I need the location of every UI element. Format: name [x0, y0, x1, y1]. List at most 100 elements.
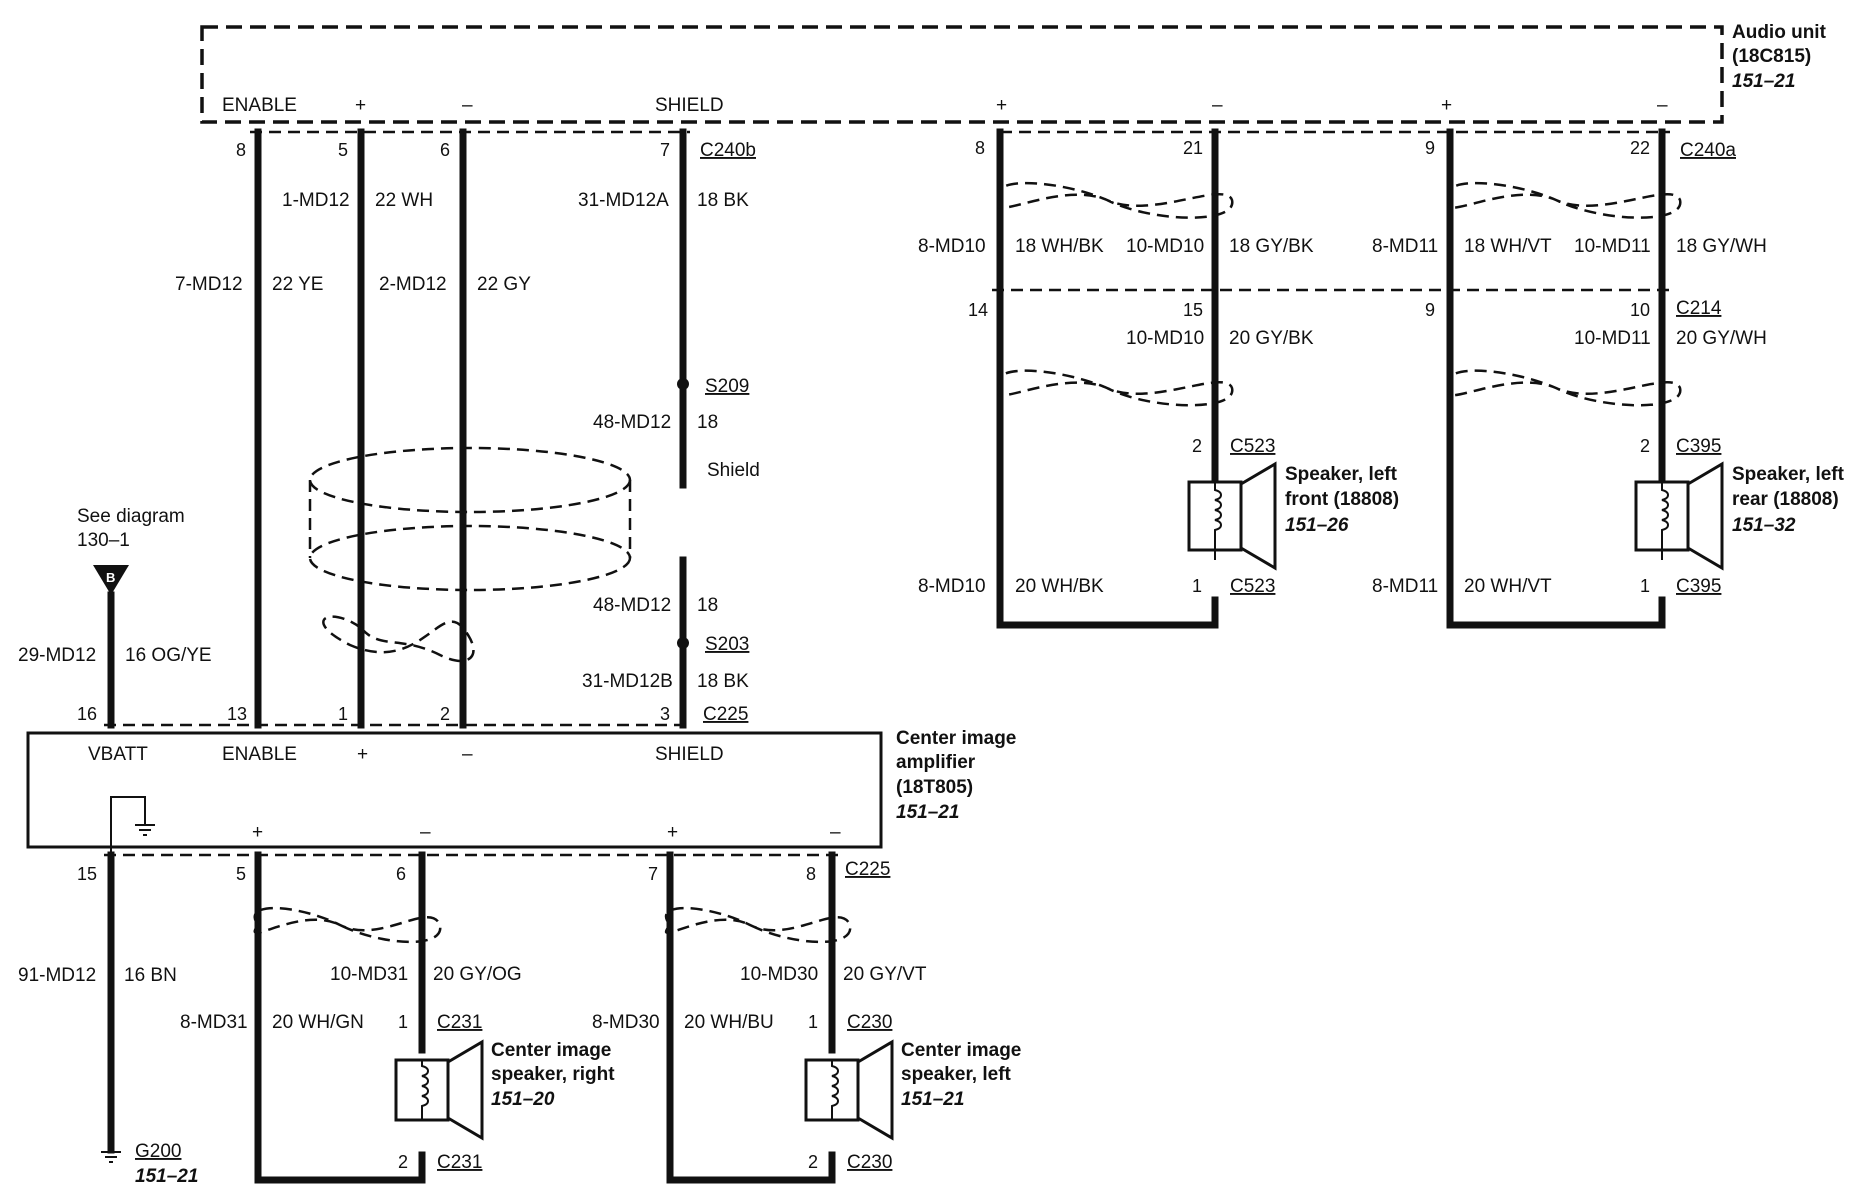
splice-s203: S203 — [705, 634, 749, 655]
rear-spk-name-2: rear (18808) — [1732, 489, 1839, 510]
amp-vbatt-label: VBATT — [88, 744, 148, 765]
rear-spk-ref: 151–32 — [1732, 515, 1796, 536]
right-spk-coil — [421, 1060, 429, 1120]
rear-circuit-8-md11-b: 8-MD11 — [1372, 576, 1438, 597]
rear-spk-pin-2: 2 — [1640, 436, 1650, 456]
amp-internal-ground-wire — [110, 796, 146, 855]
amp-out-minus-left: – — [830, 822, 841, 843]
color-22-wh: 22 WH — [375, 190, 433, 211]
rear-spk-pin-1: 1 — [1640, 576, 1650, 596]
right-spk-pin-1: 1 — [398, 1012, 408, 1032]
front-circuit-10-md10: 10-MD10 — [1126, 236, 1204, 257]
color-22-gy: 22 GY — [477, 274, 531, 295]
left-spk-coil — [831, 1060, 839, 1120]
audio-rear-minus: – — [1657, 95, 1668, 116]
rear-pin-9: 9 — [1425, 138, 1435, 158]
front-speaker-circuit: 8 21 8-MD10 18 WH/BK 10-MD10 18 GY/BK 14… — [918, 128, 1670, 629]
rear-color-20-wh-vt: 20 WH/VT — [1464, 576, 1552, 597]
pin-8: 8 — [236, 140, 246, 160]
rear-circuit-8-md11: 8-MD11 — [1372, 236, 1438, 257]
audio-unit: Audio unit (18C815) 151–21 ENABLE + – SH… — [200, 22, 1827, 161]
c240b-label: C240b — [700, 140, 756, 161]
right-spk-pin-2: 2 — [398, 1152, 408, 1172]
color-16-bn: 16 BN — [124, 965, 177, 986]
shield-label: Shield — [707, 460, 760, 481]
audio-unit-box — [200, 25, 1724, 124]
circuit-91-md12: 91-MD12 — [18, 965, 96, 986]
amp-out-plus-right: + — [252, 822, 263, 843]
front-pin-15: 15 — [1183, 300, 1203, 320]
amp-minus-label: – — [462, 744, 473, 765]
front-spk-ref: 151–26 — [1285, 515, 1349, 536]
center-image-amplifier: VBATT ENABLE + – SHIELD + – + – Center i… — [26, 728, 1016, 855]
twisted-pair-symbol — [322, 615, 475, 663]
rear-c395-bottom: C395 — [1676, 576, 1721, 597]
front-color-20-wh-bk: 20 WH/BK — [1015, 576, 1104, 597]
color-22-ye: 22 YE — [272, 274, 323, 295]
left-spk-name-1: Center image — [901, 1040, 1021, 1061]
pin-6: 6 — [440, 140, 450, 160]
see-diagram-ref: 130–1 — [77, 530, 130, 551]
front-pin-8: 8 — [975, 138, 985, 158]
amp-title-3: (18T805) — [896, 777, 973, 798]
audio-unit-part: (18C815) — [1732, 46, 1811, 67]
splice-s203-dot — [677, 637, 689, 649]
circuit-48-md12-b: 48-MD12 — [593, 595, 671, 616]
splice-s209-dot — [677, 378, 689, 390]
wire-8-md30 — [666, 851, 836, 1184]
pin-7-bottom: 7 — [648, 864, 658, 884]
right-spk-cone — [447, 1039, 484, 1141]
pin-7: 7 — [660, 140, 670, 160]
rear-color-20-gy-wh: 20 GY/WH — [1676, 328, 1767, 349]
rear-color-18-gy-wh: 18 GY/WH — [1676, 236, 1767, 257]
front-color-20-gy-bk: 20 GY/BK — [1229, 328, 1314, 349]
pin-8-bottom: 8 — [806, 864, 816, 884]
twisted-pair-left — [664, 906, 852, 944]
amp-out-minus-right: – — [420, 822, 431, 843]
audio-plus-label: + — [355, 95, 366, 116]
front-circuit-8-md10-b: 8-MD10 — [918, 576, 986, 597]
front-color-18-gy-bk: 18 GY/BK — [1229, 236, 1314, 257]
c240a-label: C240a — [1680, 140, 1736, 161]
color-18-bk: 18 BK — [697, 190, 749, 211]
color-20-gy-vt: 20 GY/VT — [843, 964, 927, 985]
amp-plus-label: + — [357, 744, 368, 765]
splice-s209: S209 — [705, 376, 749, 397]
pin-16: 16 — [77, 704, 97, 724]
wire-8-md10-lower — [996, 286, 1219, 629]
front-twisted-pair-lower — [996, 369, 1234, 407]
circuit-29-md12: 29-MD12 — [18, 645, 96, 666]
rear-spk-cone — [1687, 461, 1724, 571]
c231-bottom: C231 — [437, 1152, 482, 1173]
front-pin-14: 14 — [968, 300, 988, 320]
audio-front-plus: + — [996, 95, 1007, 116]
front-c523-bottom: C523 — [1230, 576, 1275, 597]
see-diagram-text: See diagram — [77, 506, 185, 527]
bottom-section: C225 15 5 6 7 8 91-MD12 16 BN G200 151–2… — [18, 851, 1021, 1187]
c231-top: C231 — [437, 1012, 482, 1033]
g200-ref: 151–21 — [135, 1166, 198, 1187]
circuit-7-md12: 7-MD12 — [175, 274, 243, 295]
c214-label: C214 — [1676, 298, 1722, 319]
rear-spk-name-1: Speaker, left — [1732, 464, 1845, 485]
amp-out-plus-left: + — [667, 822, 678, 843]
rear-pin-10: 10 — [1630, 300, 1650, 320]
marker-b-triangle — [93, 565, 129, 595]
speaker-icon — [1187, 461, 1277, 571]
front-circuit-10-md10-b: 10-MD10 — [1126, 328, 1204, 349]
speaker-icon — [804, 1039, 894, 1141]
circuit-2-md12: 2-MD12 — [379, 274, 447, 295]
rear-spk-coil — [1661, 482, 1669, 560]
left-spk-cone — [857, 1039, 894, 1141]
wire-8-md11-lower — [1446, 286, 1666, 629]
speaker-icon — [394, 1039, 484, 1141]
rear-twisted-pair-lower — [1446, 369, 1682, 407]
amplifier-box — [26, 731, 883, 849]
left-spk-name-2: speaker, left — [901, 1064, 1012, 1085]
color-20-wh-bu: 20 WH/BU — [684, 1012, 774, 1033]
front-spk-pin-2: 2 — [1192, 436, 1202, 456]
front-spk-cone — [1240, 461, 1277, 571]
front-spk-name-1: Speaker, left — [1285, 464, 1398, 485]
marker-b-letter: B — [106, 570, 115, 585]
front-pin-21: 21 — [1183, 138, 1203, 158]
